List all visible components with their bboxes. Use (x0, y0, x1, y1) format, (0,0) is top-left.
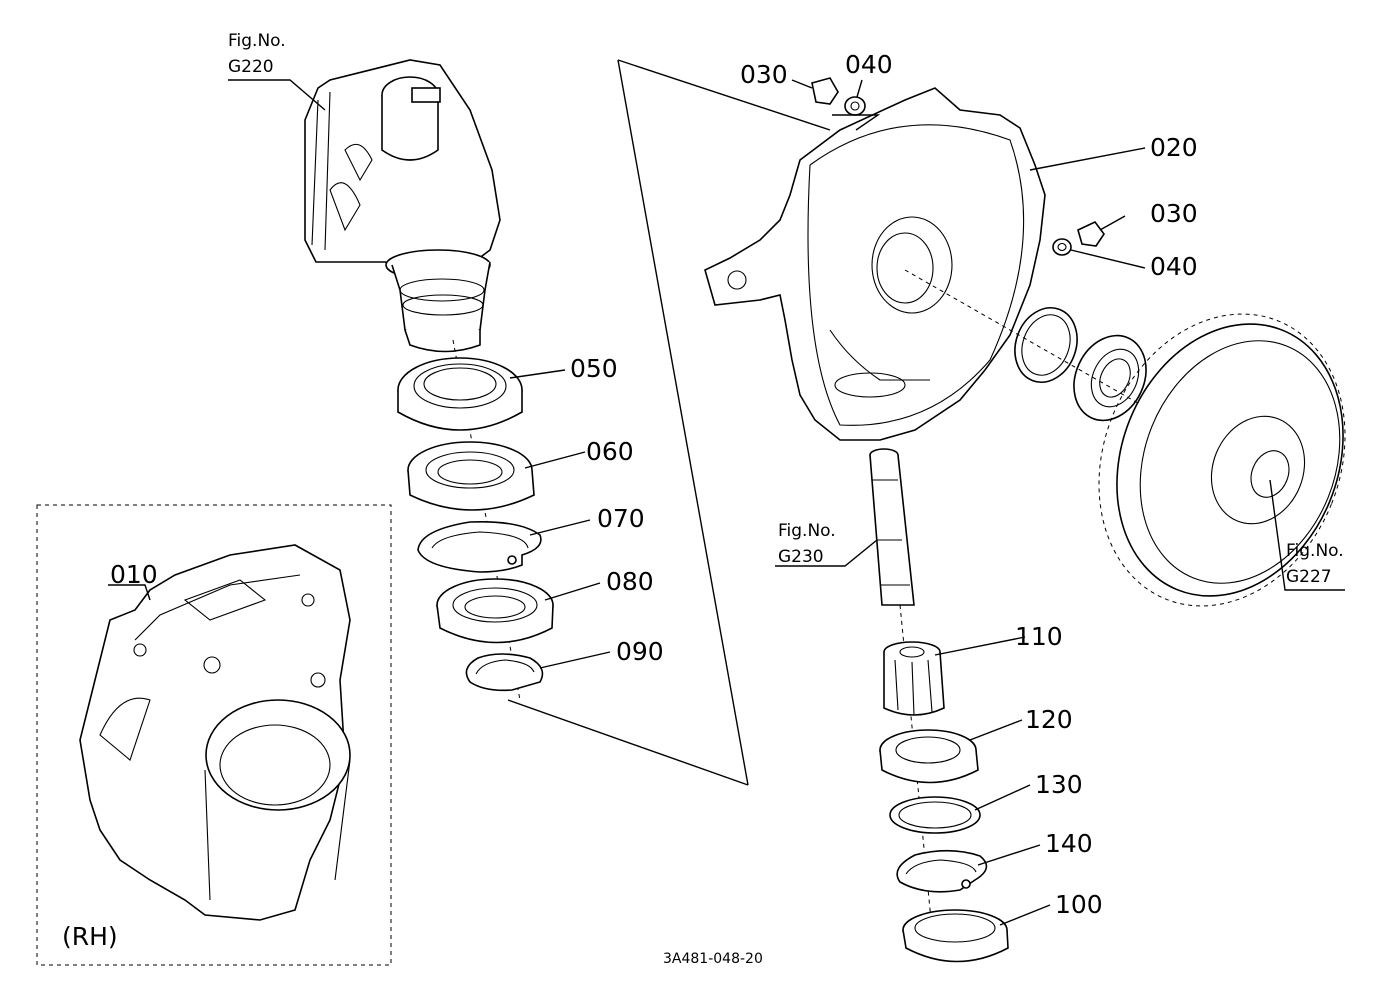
callout-080: 080 (606, 567, 654, 596)
part-040-washer-top (844, 96, 866, 116)
callout-130: 130 (1035, 770, 1083, 799)
axle-case-drawing (304, 59, 501, 353)
callout-060: 060 (586, 437, 634, 466)
part-090-circlip (465, 653, 544, 692)
pinion-shaft-drawing (869, 448, 915, 606)
figref-g220-prefix: Fig.No. (228, 31, 286, 51)
callout-020: 020 (1150, 133, 1198, 162)
part-050-oil-seal (397, 357, 523, 431)
part-030-bolt-top (811, 77, 839, 105)
bracket-line-right (617, 59, 749, 786)
callout-090: 090 (616, 637, 664, 666)
part-110-pinion-gear (883, 641, 945, 716)
part-140-circlip (896, 849, 988, 893)
leader-lines (108, 79, 1345, 926)
part-130-shim (889, 796, 981, 834)
callout-120: 120 (1025, 705, 1073, 734)
figref-g230-code: G230 (778, 547, 824, 567)
callout-030-top: 030 (740, 60, 788, 89)
callout-050: 050 (570, 354, 618, 383)
part-030-bolt-right (1077, 220, 1105, 247)
drawing-code: 3A481-048-20 (663, 951, 763, 967)
inset-frame (36, 504, 392, 966)
callout-040-right: 040 (1150, 252, 1198, 281)
callout-030-right: 030 (1150, 199, 1198, 228)
part-020-gear-case (704, 87, 1046, 441)
part-060-bearing (407, 441, 535, 511)
callout-100: 100 (1055, 890, 1103, 919)
part-010-axle-case-rh-drawing (79, 544, 351, 921)
part-100-oil-seal (902, 909, 1009, 963)
callout-040-top: 040 (845, 50, 893, 79)
bracket-line-bottom (507, 699, 749, 786)
bracket-line-top (617, 59, 831, 131)
part-040-washer-right (1052, 238, 1072, 256)
part-120-bearing (879, 729, 979, 784)
inset-label-rh: (RH) (62, 922, 118, 951)
figref-g227-prefix: Fig.No. (1286, 541, 1344, 561)
figref-g230-prefix: Fig.No. (778, 521, 836, 541)
callout-110: 110 (1015, 622, 1063, 651)
callout-140: 140 (1045, 829, 1093, 858)
figref-g227-code: G227 (1286, 567, 1332, 587)
bearing-right (1073, 334, 1147, 422)
o-ring (1014, 307, 1078, 383)
callout-010: 010 (110, 560, 158, 589)
figref-g220-code: G220 (228, 57, 274, 77)
callout-070: 070 (597, 504, 645, 533)
bevel-gear-drawing (1098, 313, 1346, 607)
part-080-bearing (436, 578, 554, 644)
part-070-snap-ring (417, 520, 542, 573)
